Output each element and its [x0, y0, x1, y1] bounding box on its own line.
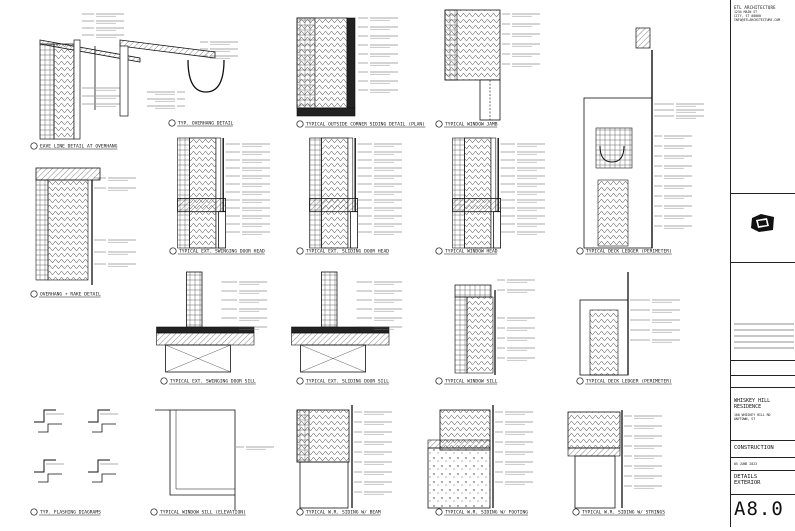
divider [731, 457, 795, 458]
project-block: WHISKEY HILL RESIDENCE 100 WHISKEY HILL … [734, 398, 794, 421]
detail-tag-icon [150, 508, 158, 516]
detail-sliding-door-sill [291, 271, 403, 373]
detail-tag-icon [296, 247, 304, 255]
detail-window-sill-elevation: TYPICAL WINDOW SILL (ELEVATION) [150, 409, 274, 516]
divider [731, 470, 795, 471]
project-name-1: WHISKEY HILL [734, 398, 771, 404]
issue-date: 05 JUNE 2023 [734, 462, 758, 466]
detail-window-head [452, 137, 545, 249]
detail-sliding-door-head [309, 137, 402, 249]
detail-tag-icon [435, 247, 443, 255]
divider [731, 375, 795, 376]
detail-tag-icon [435, 508, 443, 516]
detail-deck-ledger-2: TYPICAL DECK LEDGER (PERIMETER) [576, 272, 680, 385]
detail-drawings-area: EAVE LINE DETAIL AT OVERHANG TYP. OVERHAN… [30, 9, 704, 516]
detail-tag-icon [296, 120, 304, 128]
detail-outside-corner: TYPICAL OUTSIDE CORNER SIDING DETAIL (PL… [296, 17, 426, 128]
detail-title: TYPICAL WINDOW JAMB [445, 122, 498, 128]
tag-sliding-door-sill: TYPICAL EXT. SLIDING DOOR SILL [296, 377, 389, 385]
seal-icon [751, 214, 774, 232]
detail-window-sill: TYPICAL WINDOW SILL [435, 279, 535, 385]
detail-tag-icon [296, 508, 304, 516]
detail-deck-ledger-1: TYPICAL DECK LEDGER (PERIMETER) [576, 27, 704, 255]
sheet-title-block: DETAILS EXTERIOR [734, 474, 794, 486]
tag-sliding-door-head: TYPICAL EXT. SLIDING DOOR HEAD [296, 247, 389, 255]
detail-tag-icon [572, 508, 580, 516]
detail-title: TYPICAL W.R. SIDING W/ BEAM [306, 510, 381, 516]
detail-title: TYPICAL DECK LEDGER (PERIMETER) [586, 249, 672, 255]
divider [731, 440, 795, 441]
detail-title: TYPICAL DECK LEDGER (PERIMETER) [586, 379, 672, 385]
detail-title: TYPICAL WINDOW SILL (ELEVATION) [160, 510, 246, 516]
detail-tag-icon [576, 377, 584, 385]
tag-swinging-door-sill: TYPICAL EXT. SWINGING DOOR SILL [160, 377, 256, 385]
detail-tag-icon [576, 247, 584, 255]
detail-title: TYPICAL EXT. SWINGING DOOR SILL [170, 379, 256, 385]
date-block: 05 JUNE 2023 [734, 462, 794, 466]
project-sub-1: 100 WHISKEY HILL RD [734, 413, 771, 417]
detail-wr-siding-beam: TYPICAL W.R. SIDING W/ BEAM [296, 405, 392, 516]
detail-title: TYPICAL OUTSIDE CORNER SIDING DETAIL (PL… [306, 122, 425, 128]
detail-title: TYPICAL W.R. SIDING W/ FOOTING [445, 510, 528, 516]
details-canvas: EAVE LINE DETAIL AT OVERHANG TYP. OVERHAN… [30, 9, 704, 516]
detail-title: TYPICAL EXT. SLIDING DOOR SILL [306, 379, 389, 385]
detail-tag-icon [160, 377, 168, 385]
detail-flashing-diagrams: TYP. FLASHING DIAGRAMS [30, 409, 118, 516]
firm-block: ETL ARCHITECTURE 1234 MAIN ST CITY, ST 0… [734, 5, 794, 23]
detail-title: EAVE LINE DETAIL AT OVERHANG [40, 144, 118, 150]
sheet-number-block: A8.0 [734, 499, 794, 519]
detail-tag-icon [435, 377, 443, 385]
divider [731, 262, 795, 263]
detail-tag-icon [169, 247, 177, 255]
detail-overhang-rake: OVERHANG + RAKE DETAIL [30, 167, 136, 298]
detail-title: TYPICAL WINDOW HEAD [445, 249, 498, 255]
detail-title: TYPICAL EXT. SLIDING DOOR HEAD [306, 249, 389, 255]
detail-tag-icon [435, 120, 443, 128]
detail-title: TYP. FLASHING DIAGRAMS [40, 510, 101, 516]
firm-name: ETL ARCHITECTURE [734, 5, 776, 10]
sheet-title-1: DETAILS [734, 474, 758, 480]
detail-tag-icon [30, 508, 38, 516]
detail-swinging-door-head [177, 137, 270, 249]
detail-swinging-door-sill [156, 271, 268, 373]
divider [731, 387, 795, 388]
revision-table [734, 323, 794, 349]
seal-stamp [749, 212, 794, 235]
detail-title: TYPICAL WINDOW SILL [445, 379, 498, 385]
firm-address-2: CITY, ST 00000 [734, 14, 761, 18]
divider [731, 494, 795, 495]
firm-address-1: 1234 MAIN ST [734, 10, 758, 14]
firm-address-3: INFO@ETLARCHITECTURE.COM [734, 18, 781, 22]
sheet-number: A8.0 [734, 498, 784, 520]
sheet-title-2: EXTERIOR [734, 480, 761, 486]
detail-tag-icon [168, 119, 176, 127]
detail-tag-icon [30, 290, 38, 298]
detail-title: OVERHANG + RAKE DETAIL [40, 292, 101, 298]
detail-window-jamb: TYPICAL WINDOW JAMB [435, 9, 540, 128]
tag-swinging-door-head: TYPICAL EXT. SWINGING DOOR HEAD [169, 247, 265, 255]
detail-eave-overhang: EAVE LINE DETAIL AT OVERHANG [30, 13, 141, 150]
project-name-2: RESIDENCE [734, 404, 762, 410]
divider [731, 360, 795, 361]
detail-title: TYP. OVERHANG DETAIL [178, 121, 234, 127]
detail-tag-icon [30, 142, 38, 150]
title-block: ETL ARCHITECTURE 1234 MAIN ST CITY, ST 0… [730, 0, 795, 527]
revision-block [734, 318, 794, 353]
detail-wr-siding-strings: TYPICAL W.R. SIDING W/ STRINGS [567, 410, 665, 516]
detail-title: TYPICAL W.R. SIDING W/ STRINGS [582, 510, 665, 516]
divider [731, 193, 795, 194]
detail-typ-overhang: TYP. OVERHANG DETAIL [119, 39, 238, 127]
status-label: CONSTRUCTION [734, 445, 774, 451]
detail-title: TYPICAL EXT. SWINGING DOOR HEAD [179, 249, 265, 255]
detail-wr-siding-footing: TYPICAL W.R. SIDING W/ FOOTING [427, 405, 533, 516]
detail-tag-icon [296, 377, 304, 385]
tag-window-head: TYPICAL WINDOW HEAD [435, 247, 498, 255]
status-block: CONSTRUCTION [734, 445, 794, 451]
project-sub-2: ANYTOWN, ST [734, 417, 756, 421]
